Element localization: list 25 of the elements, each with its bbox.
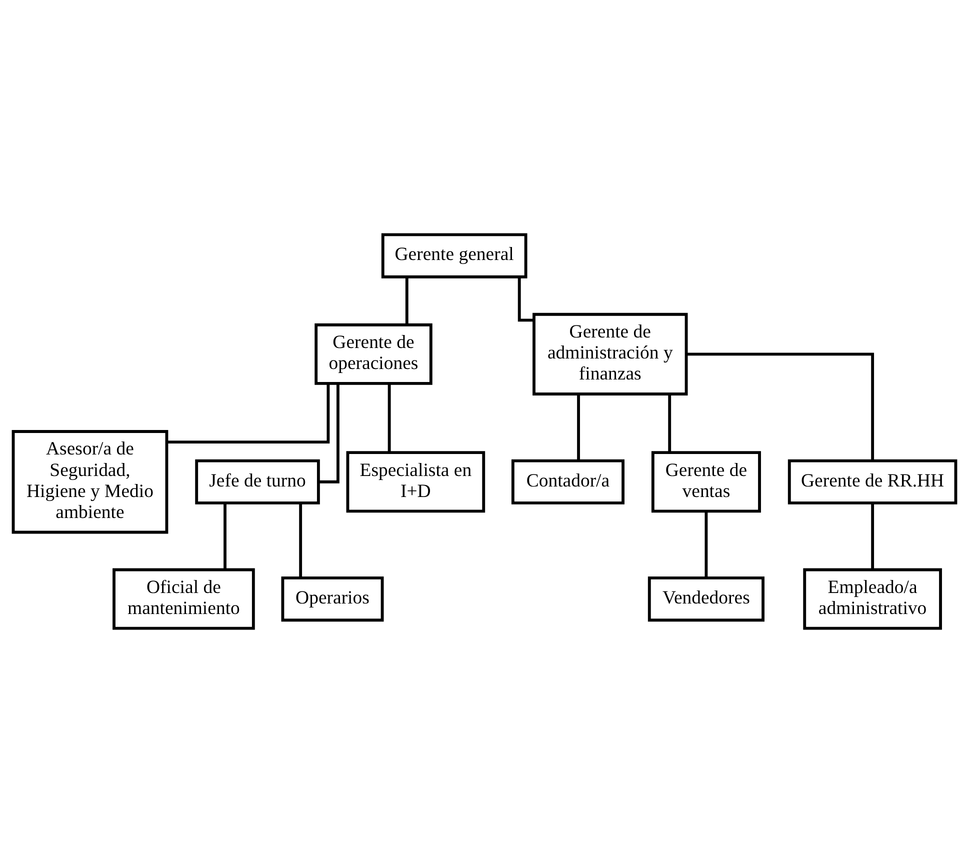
node-box: Jefe de turno bbox=[195, 459, 320, 504]
node-box: Contador/a bbox=[511, 459, 624, 504]
node-box: Asesor/a de Seguridad, Higiene y Medio ambiente bbox=[12, 430, 168, 534]
node-box: Gerente de ventas bbox=[651, 451, 761, 513]
connector bbox=[299, 503, 302, 578]
node-box: Operarios bbox=[281, 576, 384, 622]
node-box: Empleado/a administrativo bbox=[803, 568, 942, 630]
connector bbox=[224, 503, 226, 570]
connector bbox=[318, 383, 340, 484]
connector bbox=[686, 352, 874, 460]
node-box: Gerente de administración y finanzas bbox=[532, 312, 688, 396]
node-box: Vendedores bbox=[648, 576, 764, 622]
node-box: Gerente de operaciones bbox=[314, 323, 432, 385]
connector bbox=[388, 383, 391, 452]
node-box: Gerente general bbox=[381, 233, 528, 278]
connector bbox=[668, 394, 672, 452]
connector bbox=[577, 394, 580, 461]
connector bbox=[405, 277, 408, 325]
connector bbox=[704, 511, 708, 578]
connector bbox=[167, 384, 330, 444]
connector bbox=[518, 276, 534, 322]
connector bbox=[871, 503, 874, 570]
node-box: Gerente de RR.HH bbox=[788, 459, 958, 504]
node-box: Especialista en I+D bbox=[346, 451, 486, 513]
node-box: Oficial de mantenimiento bbox=[112, 568, 255, 630]
